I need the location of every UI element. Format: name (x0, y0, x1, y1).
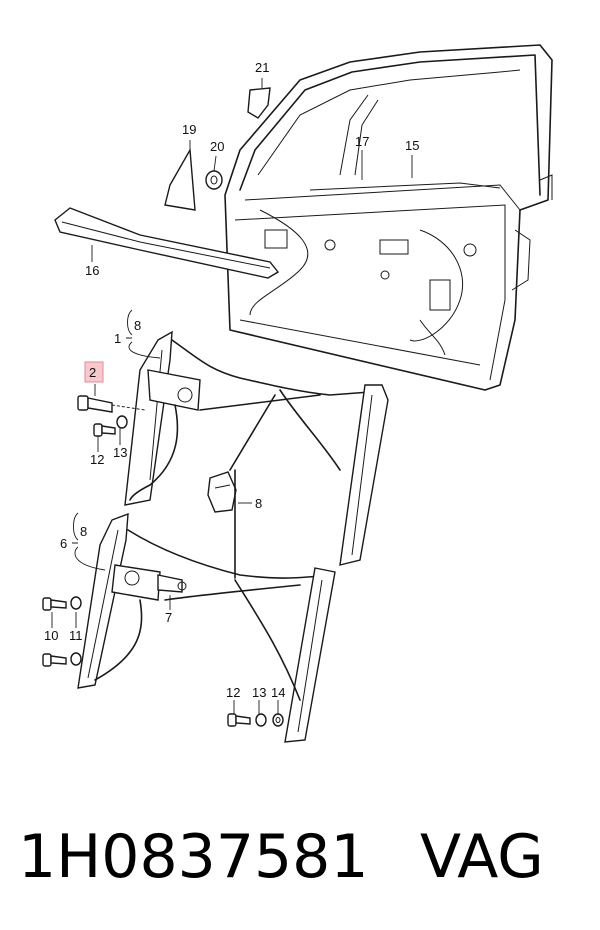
callout-17: 17 (355, 134, 369, 149)
part-12-13-14-screw-washer-nut (227, 700, 284, 727)
callout-11: 11 (69, 628, 83, 643)
highlight-box (84, 361, 104, 383)
callout-10: 10 (44, 628, 58, 643)
part-19-corner-cover (164, 140, 196, 211)
callout-14: 14 (271, 685, 285, 700)
callout-8-middle: 8 (255, 496, 262, 511)
part-1-window-regulator-front (124, 330, 389, 566)
callout-12-upper: 12 (90, 452, 104, 467)
door-frame (224, 44, 553, 391)
callout-16: 16 (85, 263, 99, 278)
part-21-bracket (247, 78, 271, 119)
bracket-upper (126, 309, 161, 359)
callout-21: 21 (255, 60, 269, 75)
callout-15: 15 (405, 138, 419, 153)
part-8-cable-clip (207, 471, 252, 513)
callout-12-lower: 12 (226, 685, 240, 700)
bracket-lower (72, 512, 106, 571)
brand-caption: VAG (420, 822, 544, 892)
callout-13-upper: 13 (113, 445, 127, 460)
part-20-grommet (205, 155, 223, 190)
callout-13-lower: 13 (252, 685, 266, 700)
part-12-13-screw-washer-upper (93, 415, 128, 452)
part-16-window-seal (54, 207, 280, 279)
callout-19: 19 (182, 122, 196, 137)
callout-20: 20 (210, 139, 224, 154)
part-number-caption: 1H0837581 (18, 822, 369, 892)
callout-6: 6 (60, 536, 67, 551)
callout-2: 2 (89, 365, 96, 380)
part-2-bolt (77, 384, 146, 413)
callout-8-upper: 8 (134, 318, 141, 333)
part-10-11-screws-washers (42, 596, 82, 667)
callout-7: 7 (165, 610, 172, 625)
part-6-window-regulator-rear (77, 469, 336, 743)
callout-1: 1 (114, 331, 121, 346)
callout-8-lower: 8 (80, 524, 87, 539)
